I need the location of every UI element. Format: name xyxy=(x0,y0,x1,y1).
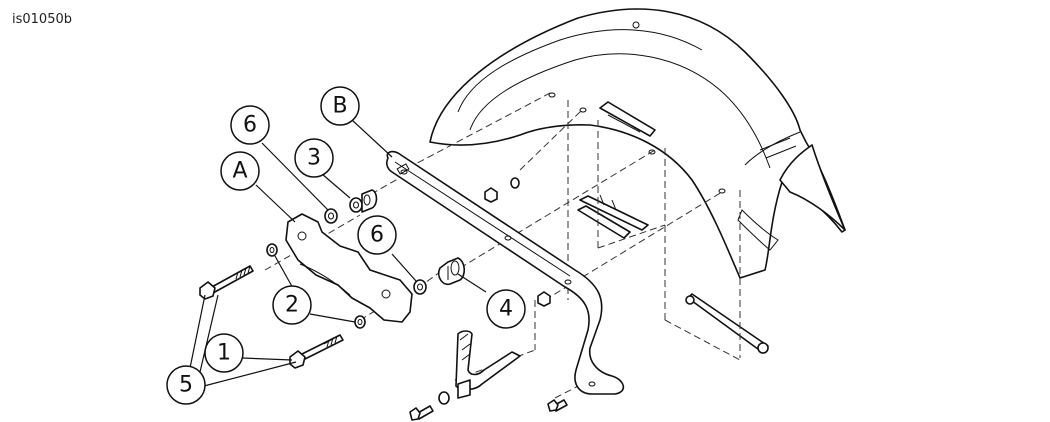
fender-stay-rod xyxy=(685,293,769,354)
mounting-plate xyxy=(285,213,413,323)
callout-label: 4 xyxy=(499,297,513,322)
callout-2: 2 xyxy=(272,285,312,325)
callout-4: 4 xyxy=(486,289,526,329)
callout-B: B xyxy=(320,86,360,126)
arm-nut xyxy=(537,291,551,307)
leader-lines xyxy=(189,119,487,387)
callout-A: A xyxy=(220,151,260,191)
bolt-upper xyxy=(199,265,254,300)
callout-5: 5 xyxy=(166,365,206,405)
callout-label: 6 xyxy=(243,113,257,138)
callout-1: 1 xyxy=(204,333,244,373)
callout-6-lower: 6 xyxy=(357,215,397,255)
fender-nut-upper xyxy=(484,177,520,203)
callout-label: 5 xyxy=(179,373,193,398)
callout-label: B xyxy=(332,94,347,119)
grommet-4 xyxy=(437,257,466,286)
callout-label: A xyxy=(232,159,247,184)
callout-label: 1 xyxy=(217,341,231,366)
callout-6-upper: 6 xyxy=(230,105,270,145)
washer-2-upper xyxy=(266,243,278,257)
washer-6-lower xyxy=(413,279,427,295)
washer-2-lower xyxy=(354,315,366,329)
figure-id-label: is01050b xyxy=(12,12,72,27)
fender-upper-bracket xyxy=(599,101,656,137)
fender-strap-bracket xyxy=(577,194,649,239)
callout-label: 2 xyxy=(285,293,299,318)
callout-label: 3 xyxy=(307,146,321,171)
rear-fender xyxy=(429,8,846,279)
callout-label: 6 xyxy=(370,223,384,248)
callout-3: 3 xyxy=(294,138,334,178)
bushing-3 xyxy=(349,189,378,213)
lower-strap-bracket xyxy=(409,330,521,421)
washer-6-upper xyxy=(324,208,338,224)
bolt-lower xyxy=(289,334,344,369)
lower-arm-bolt xyxy=(547,399,568,412)
